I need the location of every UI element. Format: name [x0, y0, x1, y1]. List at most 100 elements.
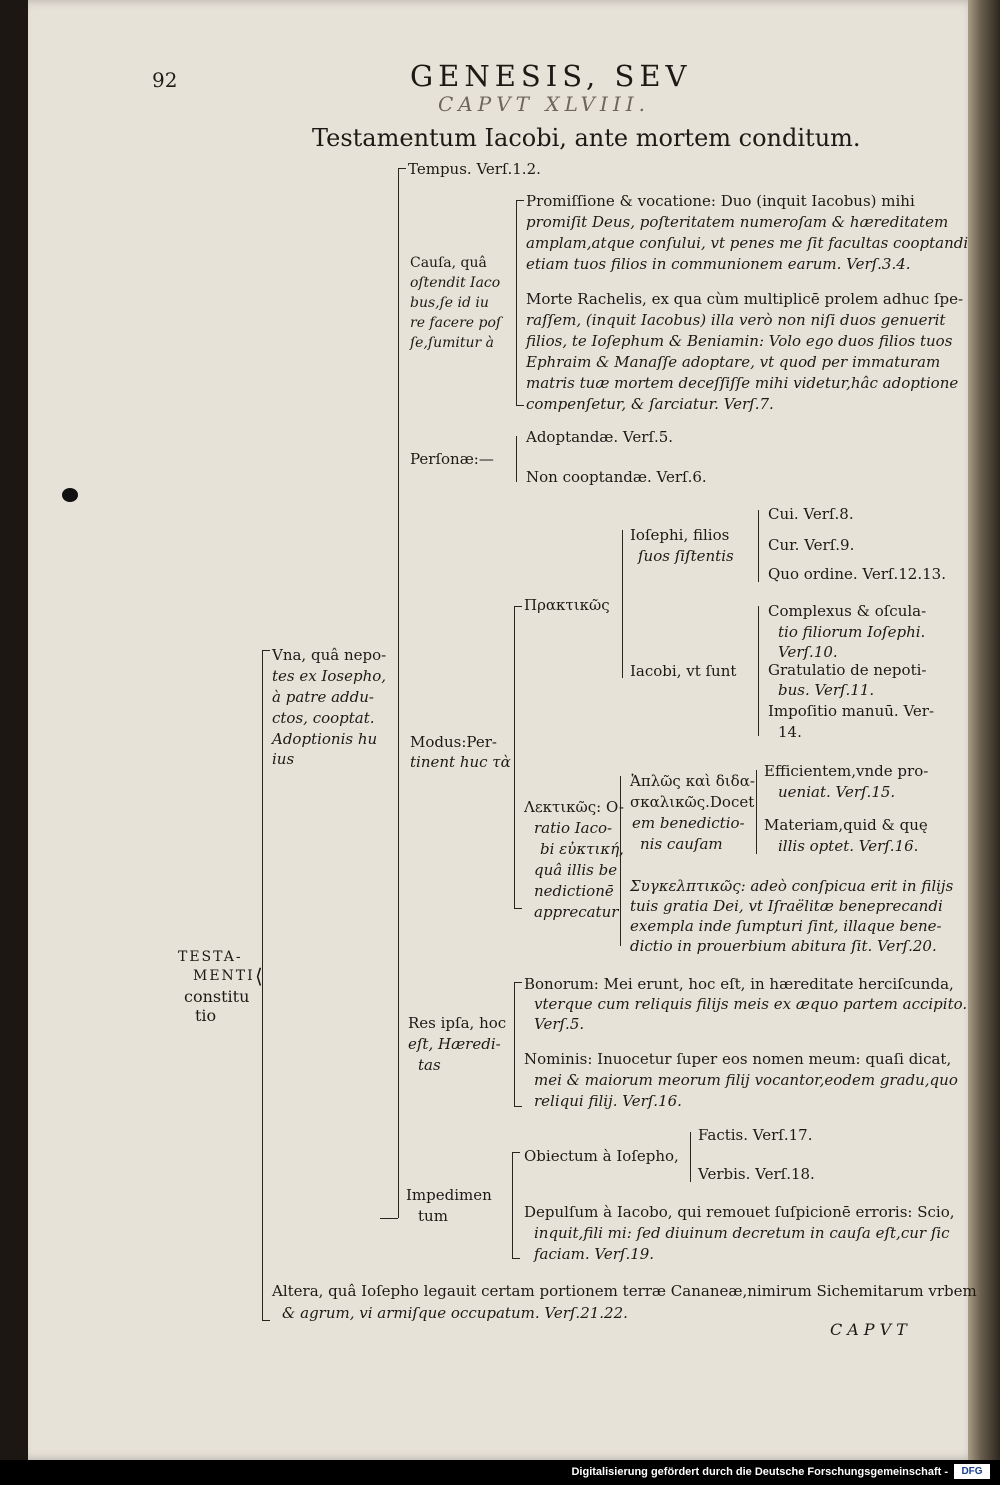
iosephi-label-1: Ioſephi, filios	[630, 526, 730, 544]
root-label-1: TESTA-	[178, 949, 243, 965]
lektikos-2: ratio Iaco-	[534, 819, 613, 837]
iacobi-item-2a: Gratulatio de nepoti-	[768, 661, 927, 679]
root-bracket	[262, 650, 263, 1320]
personae-label: Perſonæ:—	[410, 450, 494, 468]
iacobi-item-1a: Complexus & oſcula-	[768, 602, 927, 620]
dfg-logo: DFG	[954, 1464, 990, 1479]
morte-6: compenſetur, & ſarciatur. Verſ.7.	[526, 395, 774, 413]
haplos-1: Ἁπλῶς καὶ διδα-	[630, 772, 755, 790]
synkeleptikos-2: tuis gratia Dei, vt Iſraëlitæ beneprecan…	[630, 897, 943, 915]
haplos-item-1b: ueniat. Verſ.15.	[778, 783, 896, 801]
non-cooptandae: Non cooptandæ. Verſ.6.	[526, 468, 707, 486]
bracket-tick	[514, 908, 522, 909]
iacobi-bracket	[758, 606, 759, 736]
lektikos-6: apprecatur	[534, 903, 619, 921]
res-label-3: tas	[418, 1056, 441, 1074]
promissione-1: Promiſſione & vocatione: Duo (inquit Iac…	[526, 192, 915, 210]
page-title: GENESIS, SEV	[410, 59, 692, 93]
page-number: 92	[152, 68, 178, 92]
causa-label-1: Cauſa, quâ	[410, 255, 487, 271]
chapter-heading: CAPVT XLVIII.	[438, 92, 650, 116]
bracket-tick	[262, 650, 270, 651]
morte-2: raſſem, (inquit Iacobus) illa verò non n…	[526, 311, 946, 329]
bracket-tick	[398, 168, 406, 169]
ink-blot	[62, 488, 78, 502]
depulsum-2: inquit,fili mi: ſed diuinum decretum in …	[534, 1224, 950, 1242]
morte-3: filios, te Ioſephum & Beniamin: Volo ego…	[526, 332, 953, 350]
tempus: Tempus. Verſ.1.2.	[408, 160, 541, 178]
nominis-1: Nominis: Inuocetur ſuper eos nomen meum:…	[524, 1050, 952, 1068]
synkeleptikos-3: exempla inde ſumpturi ſint, illaque bene…	[630, 917, 942, 935]
haplos-item-2a: Materiam,quid & quę	[764, 816, 928, 834]
iosephi-bracket	[758, 510, 759, 582]
una-line-6: ius	[272, 750, 295, 768]
impedimentum-label-1: Impedimen	[406, 1186, 492, 1204]
lektikos-bracket	[620, 776, 621, 946]
depulsum-3: faciam. Verſ.19.	[534, 1245, 655, 1263]
morte-1: Morte Rachelis, ex qua cùm multiplicē pr…	[526, 290, 964, 308]
bracket-tick	[514, 982, 522, 983]
bracket-tick	[512, 1152, 520, 1153]
iacobi-item-3a: Impoſitio manuū. Ver-	[768, 702, 935, 720]
obiectum-bracket	[690, 1132, 691, 1182]
nominis-2: mei & maiorum meorum filij vocantor,eode…	[534, 1071, 958, 1089]
bonorum-2: vterque cum reliquis filijs meis ex æquo…	[534, 995, 968, 1013]
impedimentum-bracket	[512, 1152, 513, 1258]
iacobi-item-3b: 14.	[778, 723, 802, 741]
promissione-3: amplam,atque conſului, vt penes me ſit f…	[526, 234, 969, 252]
haplos-4: nis cauſam	[640, 835, 723, 853]
bracket-tick	[514, 606, 522, 607]
praxis-bracket	[622, 530, 623, 678]
res-bracket	[514, 982, 515, 1106]
root-brace: ⟨	[255, 964, 263, 988]
causa-label-4: re facere poſ	[410, 315, 502, 331]
page-edge	[968, 0, 1000, 1460]
adoptandae: Adoptandæ. Verſ.5.	[526, 428, 674, 446]
iacobi-label: Iacobi, vt ſunt	[630, 662, 737, 680]
promissione-4: etiam tuos filios in communionem earum. …	[526, 255, 911, 273]
haplos-item-1a: Efficientem,vnde pro-	[764, 762, 929, 780]
bracket-tick	[516, 200, 524, 201]
una-line-1: Vna, quâ nepo-	[272, 646, 387, 664]
iacobi-item-2b: bus. Verſ.11.	[778, 681, 875, 699]
lektikos-3: bi εὐκτική,	[540, 840, 624, 858]
iacobi-item-1c: Verſ.10.	[778, 643, 838, 661]
lektikos-1: Λεκτικῶς: O-	[524, 798, 624, 816]
una-line-5: Adoptionis hu	[272, 730, 378, 748]
root-label-3: constitu	[184, 987, 250, 1006]
bonorum-3: Verſ.5.	[534, 1015, 585, 1033]
modus-label-2: tinent huc τὰ	[410, 753, 511, 771]
footer-text: Digitalisierung gefördert durch die Deut…	[571, 1466, 948, 1478]
factis: Factis. Verſ.17.	[698, 1126, 813, 1144]
causa-label-2: oſtendit Iaco	[410, 275, 501, 291]
res-label-2: eſt, Hæredi-	[408, 1035, 501, 1053]
haplos-item-2b: illis optet. Verſ.16.	[778, 837, 919, 855]
modus-bracket	[514, 606, 515, 908]
una-line-2: tes ex Iosepho,	[272, 667, 387, 685]
una-line-4: ctos, cooptat.	[272, 709, 375, 727]
nominis-3: reliqui filij. Verſ.16.	[534, 1092, 682, 1110]
iosephi-item-2: Cur. Verſ.9.	[768, 536, 855, 554]
catchword: CAPVT	[830, 1320, 912, 1339]
bracket-tick	[514, 1106, 522, 1107]
causa-label-5: ſe,ſumitur à	[410, 335, 494, 351]
root-label-4: tio	[195, 1006, 217, 1025]
synkeleptikos-1: Συγκελπτικῶς: adeò conſpicua erit in fil…	[630, 877, 954, 895]
causa-bracket	[516, 200, 517, 405]
depulsum-1: Depulſum à Iacobo, qui remouet ſuſpicion…	[524, 1203, 955, 1221]
bonorum-1: Bonorum: Mei erunt, hoc eſt, in hæredita…	[524, 975, 954, 993]
iacobi-item-1b: tio filiorum Ioſephi.	[778, 623, 926, 641]
bracket-tick	[516, 405, 524, 406]
bracket-tick	[262, 1320, 270, 1321]
promissione-2: promiſit Deus, poſteritatem numeroſam & …	[526, 213, 949, 231]
synkeleptikos-4: dictio in prouerbium abitura ſit. Verſ.2…	[630, 937, 937, 955]
haplos-2: σκαλικῶς.Docet	[630, 793, 755, 811]
praxis-label: Πρακτικῶς	[524, 596, 610, 614]
una-bracket	[398, 168, 399, 1218]
causa-label-3: bus,ſe id iu	[410, 295, 489, 311]
morte-4: Ephraim & Manaſſe adoptare, vt quod per …	[526, 353, 941, 371]
haplos-bracket	[756, 770, 757, 854]
altera-2: & agrum, vi armiſque occupatum. Verſ.21.…	[282, 1304, 628, 1322]
bracket-tick	[380, 1218, 398, 1219]
root-label-2: MENTI	[193, 968, 255, 984]
